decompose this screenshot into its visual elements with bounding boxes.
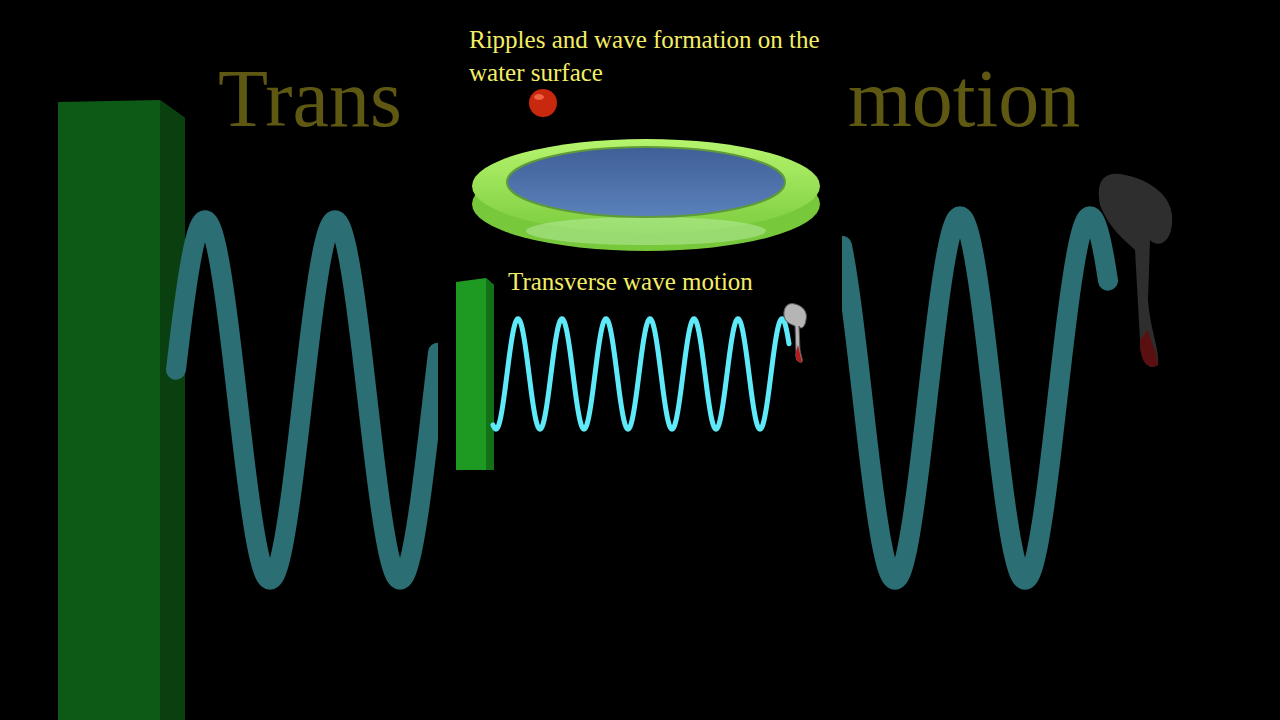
transverse-wave-line [493, 319, 789, 429]
backdrop-wave-left [176, 220, 438, 579]
falling-ball [529, 89, 557, 117]
hand [784, 304, 807, 363]
backdrop-wave-right [842, 216, 1108, 579]
backdrop-post-side [160, 100, 185, 720]
backdrop-hand [1099, 174, 1172, 367]
water-surface [507, 147, 785, 217]
caption-text: Transverse wave motion [508, 266, 828, 299]
ball-highlight [534, 94, 544, 100]
caption-text: Ripples and wave formation on the water … [469, 24, 841, 89]
backdrop-post [58, 100, 185, 720]
wall-post-side [486, 278, 494, 470]
backdrop-heading: Trans [218, 58, 448, 140]
center-panel [438, 0, 842, 720]
backdrop-heading: motion [848, 58, 1148, 140]
dish-shine [526, 217, 766, 245]
transverse-wave [493, 319, 789, 429]
wall-post [456, 278, 494, 470]
